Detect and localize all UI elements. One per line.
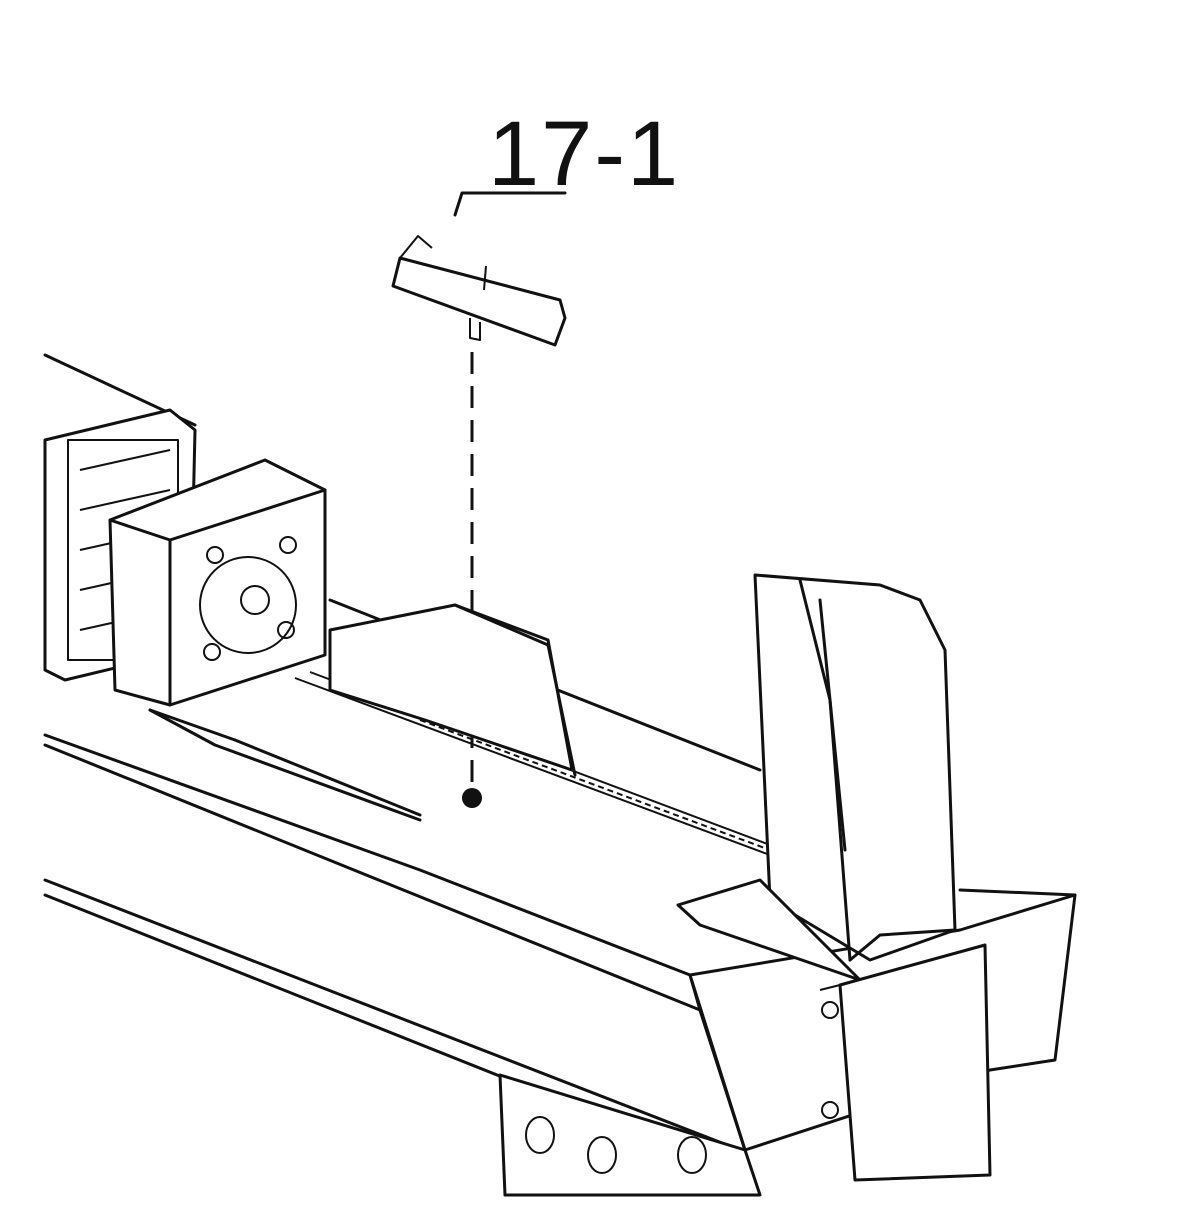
splitting-wedge — [676, 573, 957, 982]
part-number-label: 17-1 — [488, 103, 681, 205]
end-plate — [819, 943, 992, 1182]
leg-bracket — [498, 1073, 762, 1197]
callout-leader-line — [453, 191, 567, 217]
assembly-point-dot — [462, 788, 482, 808]
cylinder-block — [43, 408, 327, 707]
push-plate — [148, 603, 577, 822]
part-17-1-shape — [391, 235, 567, 347]
